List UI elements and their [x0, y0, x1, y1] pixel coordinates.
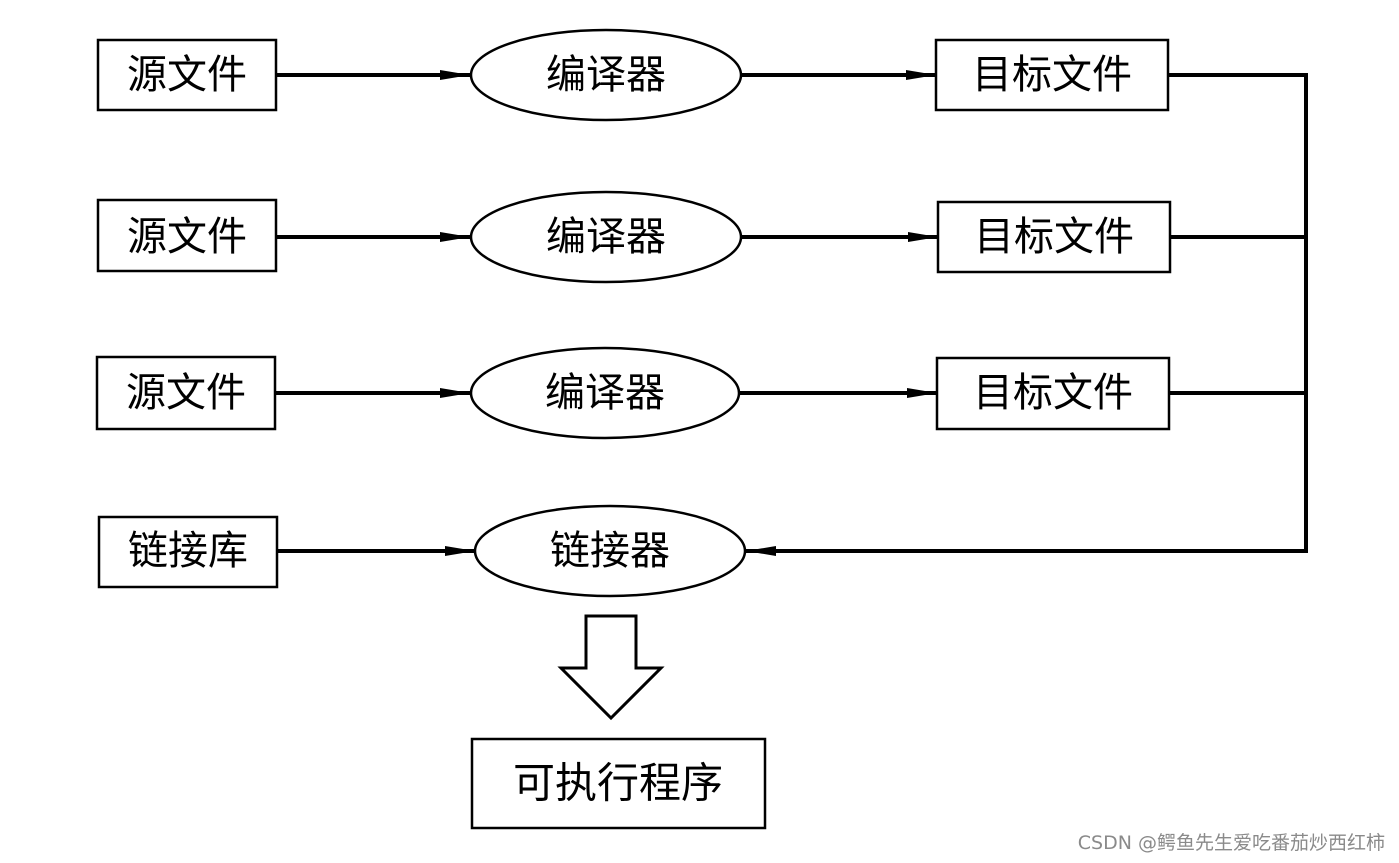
compiler-label-3: 编译器 [545, 370, 665, 416]
compiler-label-2: 编译器 [546, 214, 666, 260]
source-file-label-1: 源文件 [127, 52, 247, 98]
object-file-label-2: 目标文件 [974, 214, 1134, 260]
source-file-label-3: 源文件 [126, 370, 246, 416]
watermark: CSDN @鳄鱼先生爱吃番茄炒西红柿 [1077, 832, 1385, 854]
object-file-label-3: 目标文件 [973, 370, 1133, 416]
source-file-box-2 [96, 198, 278, 273]
source-file-box-3 [95, 355, 277, 431]
source-file-label-2: 源文件 [127, 214, 247, 260]
linker-label: 链接器 [550, 528, 670, 574]
executable-box [470, 737, 767, 830]
object-file-box-3 [935, 356, 1171, 431]
linker-ellipse [473, 504, 747, 598]
object-file-label-1: 目标文件 [972, 52, 1132, 98]
object-file-box-1 [934, 38, 1170, 112]
library-label: 链接库 [128, 528, 248, 574]
executable-label: 可执行程序 [513, 759, 723, 808]
compiler-label-1: 编译器 [546, 52, 666, 98]
source-file-box-1 [96, 38, 278, 112]
hollow-down-arrow [557, 614, 665, 721]
object-file-box-2 [936, 200, 1172, 274]
